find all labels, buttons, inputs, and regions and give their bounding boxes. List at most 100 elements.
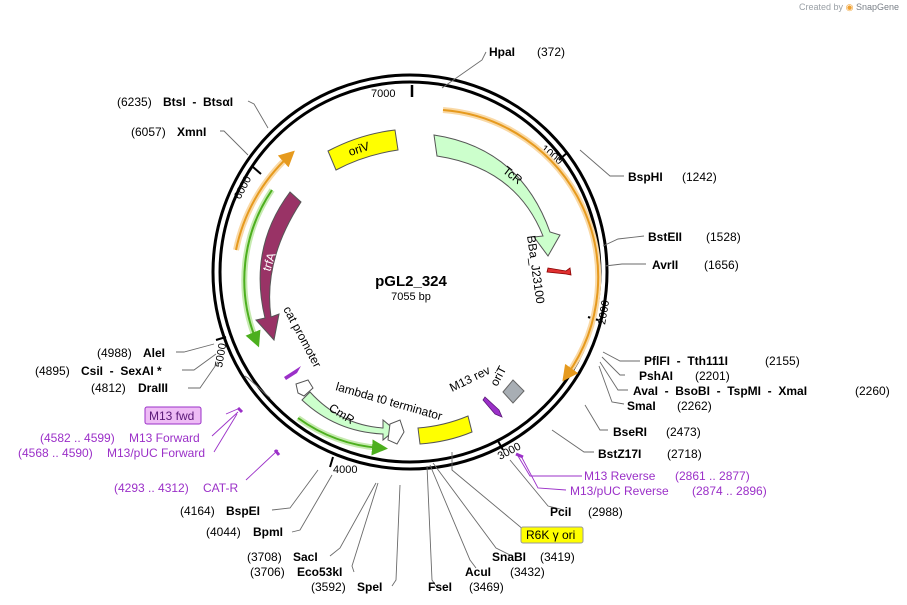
site-position: (4812) [91, 381, 126, 395]
primer-position: (4293 .. 4312) [114, 481, 189, 495]
primer-mark-left[interactable] [284, 366, 301, 380]
leader-lines-right [426, 51, 646, 587]
feature-oriT[interactable] [502, 379, 525, 404]
primer-label: M13/pUC Reverse [570, 484, 669, 498]
feature-R6K-gamma-ori-box[interactable]: R6K γ ori [520, 526, 584, 544]
primer-M13-pUC-Forward[interactable]: (4568 .. 4590) M13/pUC Forward [18, 446, 205, 460]
site-name: AvaI - BsoBI - TspMI - XmaI [633, 384, 807, 398]
site-SnaBI[interactable]: SnaBI (3419) [492, 550, 575, 564]
feature-oriV[interactable] [327, 129, 399, 171]
primer-M13-pUC-Reverse[interactable]: M13/pUC Reverse (2874 .. 2896) [570, 484, 767, 498]
feature-lambda-t0-terminator[interactable] [387, 419, 405, 445]
site-name: SpeI [357, 580, 382, 594]
site-position: (2473) [666, 425, 701, 439]
primer-M13-fwd[interactable]: M13 fwd [144, 406, 202, 425]
feature-TcR[interactable] [433, 134, 561, 257]
site-position: (2260) [855, 384, 890, 398]
site-position: (4988) [97, 346, 132, 360]
site-position: (2262) [677, 399, 712, 413]
site-position: (2201) [695, 369, 730, 383]
site-BspEI[interactable]: (4164) BspEI [180, 504, 260, 518]
feature-cat-promoter-label: cat promoter [280, 304, 324, 370]
site-position: (3432) [510, 565, 545, 579]
site-name: DraIII [138, 381, 168, 395]
primer-label: M13 fwd [149, 409, 194, 423]
feature-R6K-gamma-ori-label: R6K γ ori [526, 528, 575, 542]
site-SpeI[interactable]: (3592) SpeI [311, 580, 382, 594]
primer-mark-m13-fwd[interactable] [236, 406, 244, 414]
site-XmnI[interactable]: (6057) XmnI [131, 125, 206, 139]
site-AcuI[interactable]: AcuI (3432) [465, 565, 545, 579]
primer-position: (4582 .. 4599) [40, 431, 115, 445]
feature-M13-rev[interactable] [482, 396, 503, 418]
primer-mark-cat-r[interactable] [273, 449, 281, 456]
primer-position: (4568 .. 4590) [18, 446, 93, 460]
site-BstZ17I[interactable]: BstZ17I (2718) [598, 447, 702, 461]
feature-BBa_J23100[interactable] [546, 267, 572, 276]
site-position: (3708) [247, 550, 282, 564]
primer-position: (2861 .. 2877) [675, 469, 750, 483]
site-position: (6235) [117, 95, 152, 109]
site-name: AleI [143, 346, 165, 360]
site-name: SnaBI [492, 550, 526, 564]
site-name: PciI [550, 505, 571, 519]
feature-trfA[interactable] [255, 191, 302, 342]
site-name: SacI [293, 550, 318, 564]
primer-position: (2874 .. 2896) [692, 484, 767, 498]
tick-label-7000: 7000 [371, 88, 395, 100]
site-BtsI-BtsaI[interactable]: (6235) BtsI - BtsαI [117, 95, 233, 109]
tick-label-2000: 2000 [596, 299, 612, 325]
feature-oriT-label: oriT [487, 363, 509, 388]
primer-label: M13/pUC Forward [107, 446, 205, 460]
primer-label: M13 Reverse [584, 469, 656, 483]
site-position: (1656) [704, 258, 739, 272]
green-arc-bottom-core [297, 417, 388, 456]
feature-oriV-label: oriV [347, 139, 372, 159]
site-name: HpaI [489, 45, 515, 59]
feature-M13-rev-label: M13 rev [447, 363, 492, 395]
site-position: (2988) [588, 505, 623, 519]
feature-R6K-gamma-ori-arc[interactable] [417, 415, 473, 445]
feature-cat-promoter[interactable] [295, 379, 314, 397]
site-position: (4044) [206, 525, 241, 539]
site-AvrII[interactable]: AvrII (1656) [652, 258, 739, 272]
site-position: (2718) [667, 447, 702, 461]
site-name: BseRI [613, 425, 647, 439]
site-DraIII[interactable]: (4812) DraIII [91, 381, 168, 395]
site-BstEII[interactable]: BstEII (1528) [648, 230, 741, 244]
site-name: Eco53kI [297, 565, 342, 579]
site-Eco53kI[interactable]: (3706) Eco53kI [250, 565, 342, 579]
site-PflFI-Tth111I[interactable]: PflFI - Tth111I (2155) [644, 354, 800, 368]
site-BpmI[interactable]: (4044) BpmI [206, 525, 283, 539]
site-SacI[interactable]: (3708) SacI [247, 550, 318, 564]
primer-M13-Reverse[interactable]: M13 Reverse (2861 .. 2877) [584, 469, 750, 483]
snapgene-credit: Created by ◉ SnapGene [799, 2, 899, 13]
site-position: (6057) [131, 125, 166, 139]
site-HpaI[interactable]: HpaI (372) [489, 45, 565, 59]
site-name: BstZ17I [598, 447, 641, 461]
site-AleI[interactable]: (4988) AleI [97, 346, 165, 360]
primer-mark-m13-reverse[interactable] [515, 452, 524, 459]
site-PciI[interactable]: PciI (2988) [550, 505, 623, 519]
site-CsiI-SexAI[interactable]: (4895) CsiI - SexAI * [35, 364, 162, 378]
feature-trfA-label: trfA [260, 251, 279, 273]
site-name: BtsI - BtsαI [163, 95, 233, 109]
site-PshAI[interactable]: PshAI (2201) [639, 369, 730, 383]
site-AvaI-BsoBI-TspMI-XmaI[interactable]: AvaI - BsoBI - TspMI - XmaI (2260) [633, 384, 890, 398]
site-BseRI[interactable]: BseRI (2473) [613, 425, 701, 439]
site-name: XmnI [177, 125, 206, 139]
primer-label: CAT-R [203, 481, 238, 495]
primer-M13-Forward[interactable]: (4582 .. 4599) M13 Forward [40, 431, 200, 445]
site-SmaI[interactable]: SmaI (2262) [627, 399, 712, 413]
site-name: PflFI - Tth111I [644, 354, 728, 368]
primer-CAT-R[interactable]: (4293 .. 4312) CAT-R [114, 481, 238, 495]
site-FseI[interactable]: FseI (3469) [428, 580, 504, 594]
site-name: SmaI [627, 399, 656, 413]
site-position: (1528) [706, 230, 741, 244]
site-name: AvrII [652, 258, 678, 272]
site-name: BspHI [628, 170, 663, 184]
site-BspHI[interactable]: BspHI (1242) [628, 170, 717, 184]
tick-label-5000: 5000 [213, 342, 229, 368]
site-name: PshAI [639, 369, 673, 383]
